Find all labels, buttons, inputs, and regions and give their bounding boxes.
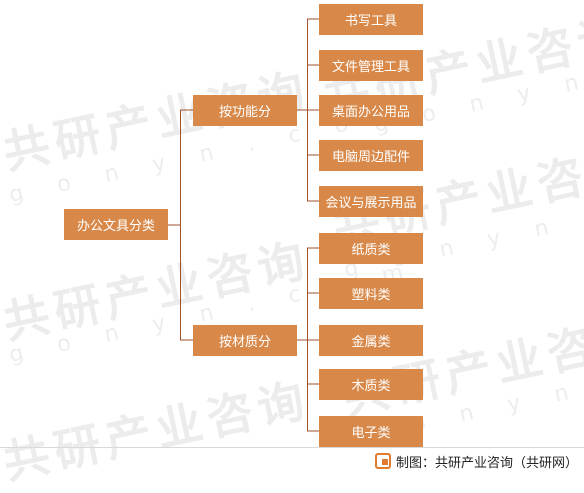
- branch-node-material: 按材质分: [193, 325, 297, 356]
- source-text: 制图：共研产业咨询（共研网）: [395, 455, 578, 471]
- connector-lines: [168, 18, 319, 432]
- leaf-node: 电脑周边配件: [319, 140, 423, 171]
- leaf-node: 文件管理工具: [319, 50, 423, 81]
- leaf-node: 塑料类: [319, 278, 423, 309]
- leaf-node: 纸质类: [319, 233, 423, 264]
- leaf-node: 电子类: [319, 416, 423, 447]
- footer-divider: [0, 447, 584, 448]
- leaf-node: 木质类: [319, 369, 423, 400]
- leaf-node: 桌面办公用品: [319, 95, 423, 126]
- branch-node-function: 按功能分: [193, 95, 297, 126]
- leaf-node: 会议与展示用品: [319, 186, 423, 217]
- root-node: 办公文具分类: [64, 209, 168, 240]
- gonyn-logo-icon: [374, 453, 391, 469]
- footer-source: 制图：共研产业咨询（共研网）: [374, 452, 578, 471]
- leaf-node: 金属类: [319, 325, 423, 356]
- leaf-node: 书写工具: [319, 4, 423, 35]
